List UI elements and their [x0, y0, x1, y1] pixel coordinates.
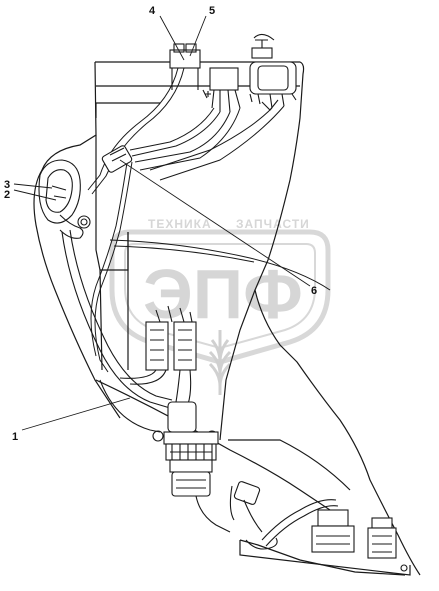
leader-1: [21, 397, 131, 431]
watermark-logo-text: ЭПФ: [143, 255, 303, 333]
mid-connector: [101, 145, 133, 173]
leader-lines: [13, 15, 311, 431]
watermark-right-text: ЗАПЧАСТИ: [236, 217, 310, 231]
callout-4: 4: [149, 5, 156, 17]
watermark-top-text: ТЕХНИКА: [148, 217, 212, 231]
top-right-switch: [249, 33, 297, 111]
callout-2: 2: [4, 189, 10, 201]
watermark-wheat-icon: [208, 330, 232, 395]
right-small-connector: [229, 481, 263, 533]
lower-connector: [152, 401, 231, 533]
leader-2: [13, 189, 57, 201]
bottom-connectors: [245, 499, 408, 572]
leader-5: [189, 15, 207, 57]
leader-6: [119, 159, 311, 287]
callout-6: 6: [311, 285, 317, 297]
harness-upper: [87, 67, 331, 373]
cab-outline: [33, 61, 421, 576]
callout-3: 3: [4, 179, 10, 191]
watermark-text: ТЕХНИКА ЗАПЧАСТИ ЭПФ: [143, 217, 310, 333]
relay-block: [119, 305, 197, 405]
left-lamp: [38, 159, 91, 239]
leader-3: [13, 183, 53, 189]
leader-4: [159, 15, 185, 61]
callout-5: 5: [209, 5, 215, 17]
callout-1: 1: [12, 431, 18, 443]
left-support-tube: [61, 229, 173, 433]
top-connector-block: [169, 43, 241, 113]
